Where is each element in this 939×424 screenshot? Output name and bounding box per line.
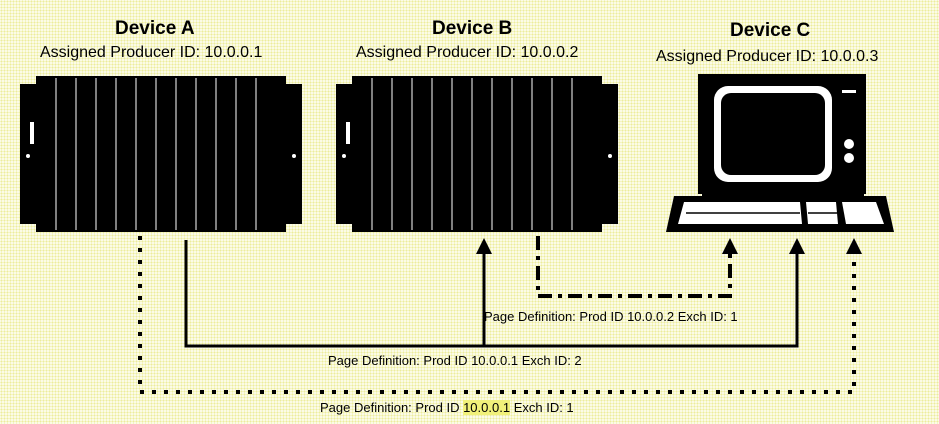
label-prefix: Page Definition: Prod ID xyxy=(484,309,627,324)
connection-label-b-to-c: Page Definition: Prod ID 10.0.0.2 Exch I… xyxy=(484,309,738,324)
label-prefix: Page Definition: Prod ID xyxy=(328,353,471,368)
label-prod-id: 10.0.0.1 xyxy=(471,353,518,368)
label-suffix: Exch ID: 1 xyxy=(510,400,574,415)
device-b-producer-id: Assigned Producer ID: 10.0.0.2 xyxy=(356,44,578,62)
connection-solid-a-to-b-c xyxy=(186,238,805,346)
label-prod-id: 10.0.0.2 xyxy=(627,309,674,324)
label-suffix: Exch ID: 2 xyxy=(518,353,582,368)
device-a-chassis xyxy=(20,76,302,232)
device-c-computer xyxy=(666,74,894,232)
device-a-producer-id: Assigned Producer ID: 10.0.0.1 xyxy=(40,44,262,62)
connection-label-a-exch-2: Page Definition: Prod ID 10.0.0.1 Exch I… xyxy=(328,353,582,368)
label-suffix: Exch ID: 1 xyxy=(674,309,738,324)
label-prefix: Page Definition: Prod ID xyxy=(320,400,463,415)
device-c-producer-id: Assigned Producer ID: 10.0.0.3 xyxy=(656,48,878,66)
connection-label-a-exch-1: Page Definition: Prod ID 10.0.0.1 Exch I… xyxy=(320,400,574,415)
label-prod-id: 10.0.0.1 xyxy=(463,400,510,415)
connection-dashdot-b-to-c xyxy=(538,236,738,296)
device-a-title: Device A xyxy=(115,18,195,40)
device-c-title: Device C xyxy=(730,20,810,42)
device-b-chassis xyxy=(336,76,618,232)
device-b-title: Device B xyxy=(432,18,512,40)
